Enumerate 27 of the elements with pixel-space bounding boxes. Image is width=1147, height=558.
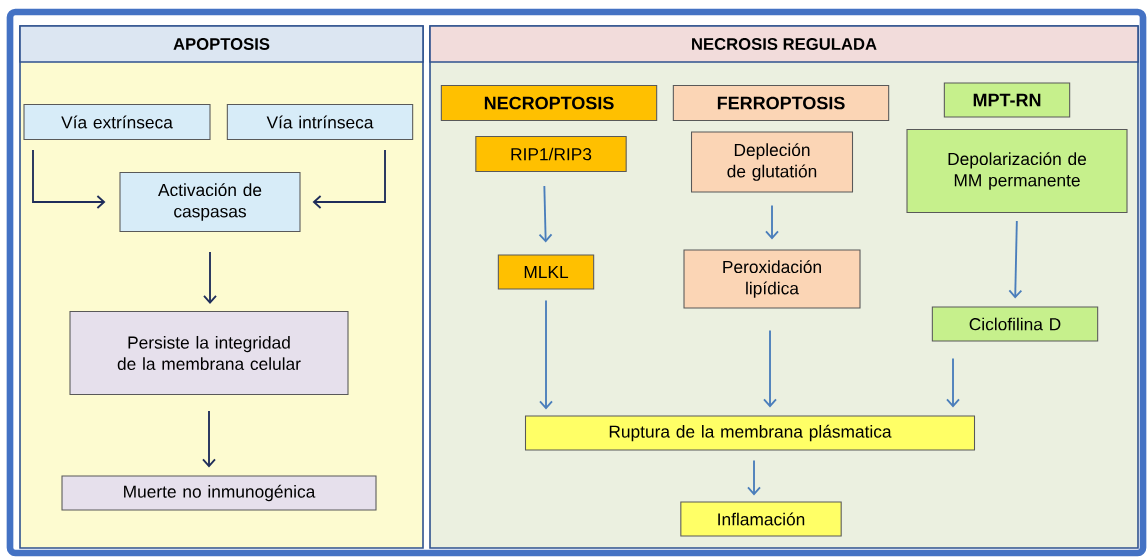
- heading-box: NECROPTOSIS: [440, 84, 658, 122]
- process-box: RIP1/RIP3: [475, 135, 627, 173]
- arrow: [202, 410, 216, 468]
- arrow: [539, 299, 553, 410]
- process-box: Ruptura de la membrana plásmatica: [524, 415, 976, 451]
- arrow: [765, 204, 779, 240]
- process-box: Inflamación: [680, 501, 842, 537]
- arrow: [312, 149, 386, 209]
- arrow: [203, 251, 217, 304]
- arrow: [763, 329, 777, 408]
- process-box: Depleción de glutatión: [690, 131, 854, 193]
- arrow: [747, 459, 761, 496]
- heading-box: MPT-RN: [943, 82, 1071, 118]
- process-box: Persiste la integridad de la membrana celular: [69, 310, 349, 396]
- process-box: Depolarización de MM permanente: [906, 128, 1128, 214]
- process-box: Muerte no inmunogénica: [61, 475, 377, 511]
- arrow: [946, 357, 960, 408]
- arrow: [32, 149, 106, 209]
- process-box: MLKL: [497, 254, 595, 290]
- process-box: Ciclofilina D: [931, 306, 1099, 342]
- heading-box: FERROPTOSIS: [672, 84, 890, 122]
- process-box: Vía intrínseca: [226, 103, 414, 141]
- process-box: Vía extrínseca: [23, 103, 211, 141]
- arrow: [538, 185, 553, 243]
- process-box: Peroxidación lipídica: [683, 249, 861, 309]
- arrow: [1008, 220, 1023, 299]
- process-box: Activación de caspasas: [119, 171, 301, 233]
